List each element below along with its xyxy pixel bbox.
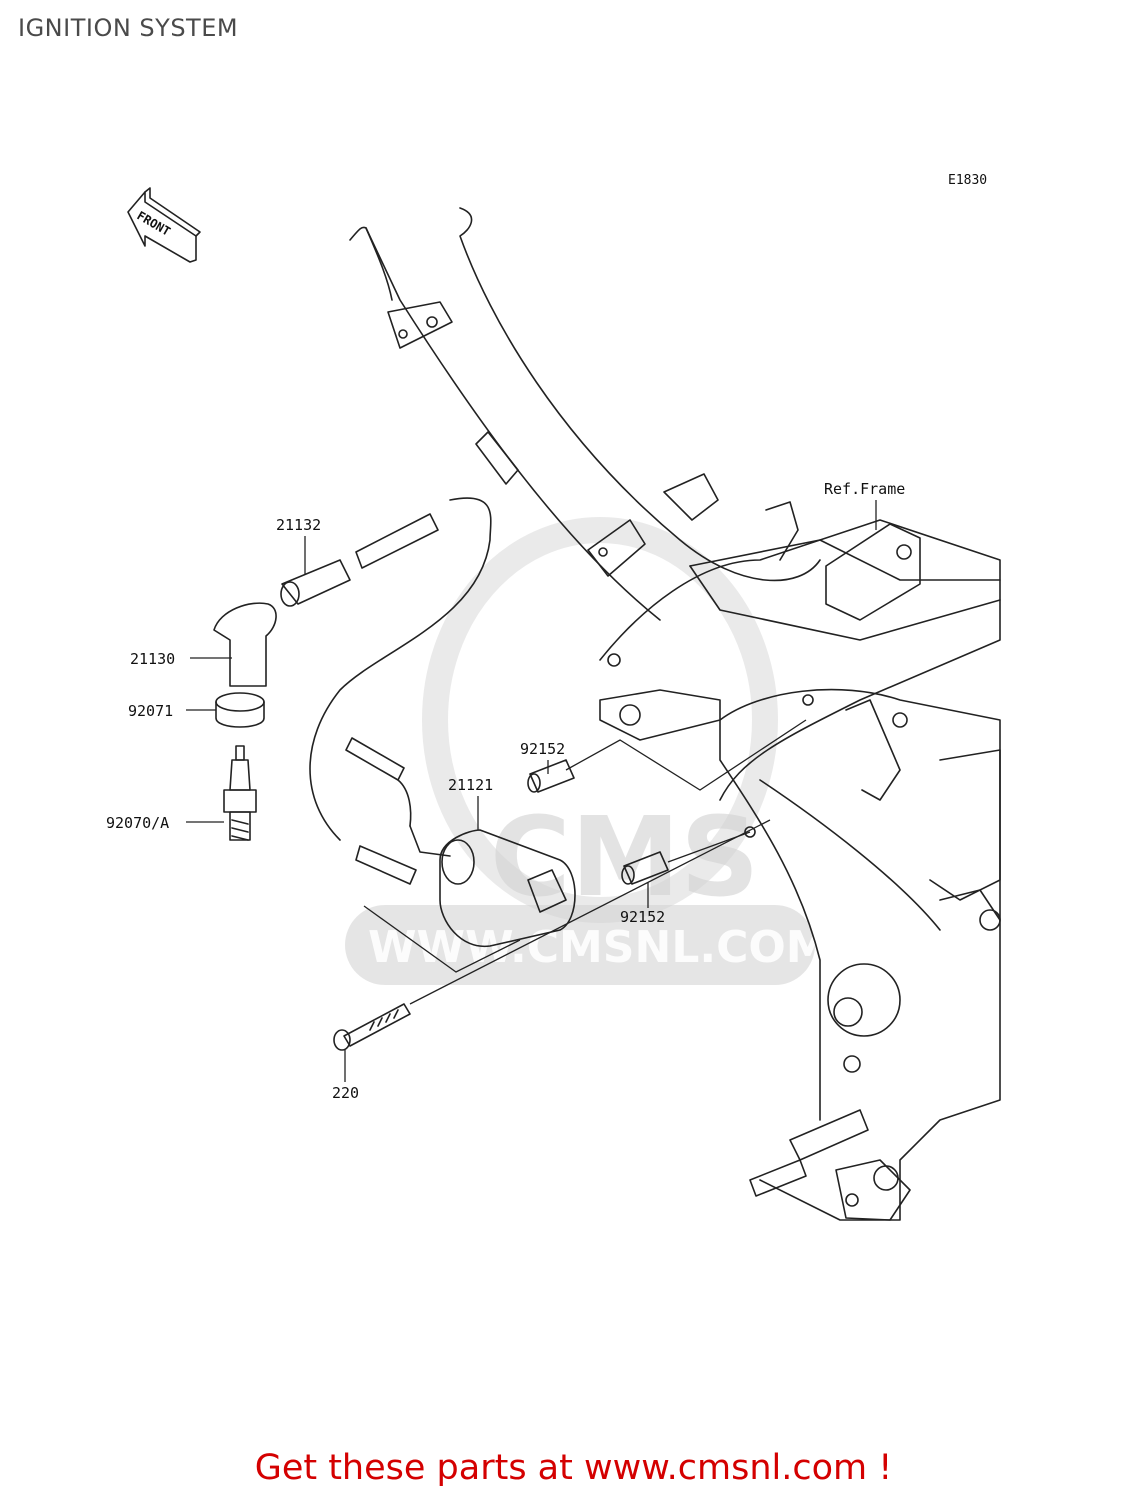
part-labels: 21132 21130 92071 92070/A 92152 21121 92… xyxy=(106,480,905,1102)
watermark-logo: CMS xyxy=(490,793,759,921)
part-21130-plug-cap xyxy=(213,602,277,687)
page-title: IGNITION SYSTEM xyxy=(18,14,239,42)
label-21130: 21130 xyxy=(130,650,175,668)
front-label: FRONT xyxy=(135,208,173,238)
part-92071-ring xyxy=(215,692,265,728)
label-21132: 21132 xyxy=(276,516,321,534)
part-92152-collar-upper xyxy=(527,759,575,793)
part-220-bolt xyxy=(333,1003,411,1051)
ignition-coil-21121 xyxy=(409,825,576,948)
assembly-lines xyxy=(363,719,807,1005)
ht-lead xyxy=(309,497,492,885)
front-arrow-icon: FRONT xyxy=(127,187,201,263)
diagram-code: E1830 xyxy=(948,173,987,188)
label-92152-lower: 92152 xyxy=(620,908,665,926)
label-92071: 92071 xyxy=(128,702,173,720)
label-ref-frame: Ref.Frame xyxy=(824,480,905,498)
label-92152-upper: 92152 xyxy=(520,740,565,758)
watermark: CMS WWW.CMSNL.COM xyxy=(345,517,830,985)
watermark-url: WWW.CMSNL.COM xyxy=(368,922,830,973)
part-92070a-spark-plug xyxy=(223,745,257,841)
label-21121: 21121 xyxy=(448,776,493,794)
label-92070a: 92070/A xyxy=(106,814,169,832)
frame xyxy=(349,207,1001,1221)
label-220: 220 xyxy=(332,1084,359,1102)
footer-promo[interactable]: Get these parts at www.cmsnl.com ! xyxy=(254,1448,893,1488)
part-92152-collar-lower xyxy=(621,851,669,885)
part-21132-cap xyxy=(280,559,351,607)
